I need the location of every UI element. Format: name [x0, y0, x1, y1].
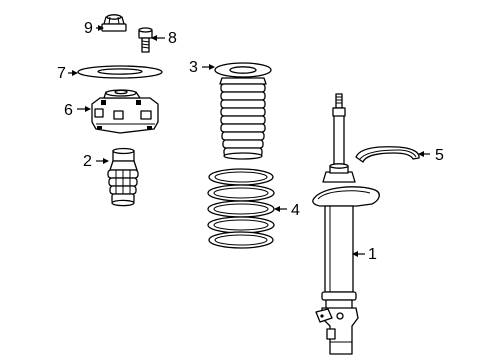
coil-spring-part [207, 168, 275, 249]
nut-part [101, 14, 127, 32]
callout-1: 1 [368, 246, 377, 263]
callout-7: 7 [57, 65, 66, 82]
upper-mount-part [91, 89, 159, 134]
bolt-part [138, 27, 153, 53]
jounce-bumper-part [107, 147, 139, 207]
callout-6: 6 [64, 102, 73, 119]
callout-5: 5 [435, 147, 444, 164]
callout-2: 2 [83, 153, 92, 170]
dust-boot-part [214, 62, 272, 160]
callout-8: 8 [168, 30, 177, 47]
callout-9: 9 [84, 20, 93, 37]
callout-4: 4 [291, 202, 300, 219]
spring-insulator-part [355, 146, 420, 163]
callout-labels: 9 8 7 3 6 2 5 4 1 [57, 20, 444, 263]
leader-arrows [68, 25, 430, 257]
strut-assembly-part [312, 93, 380, 355]
callout-3: 3 [189, 59, 198, 76]
bearing-washer-part [77, 65, 163, 79]
